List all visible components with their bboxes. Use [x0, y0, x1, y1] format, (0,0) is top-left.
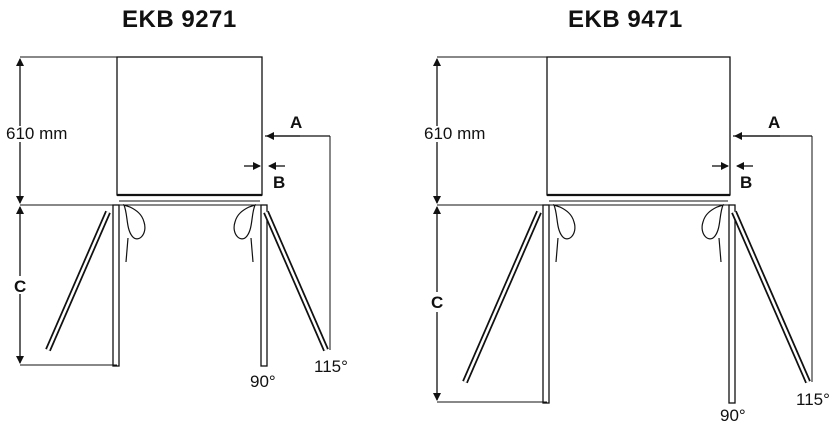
label-b-right: B	[740, 173, 752, 192]
left-hinge	[552, 204, 576, 240]
depth-label-left: 610 mm	[6, 124, 67, 143]
diagram-ekb-9271	[16, 56, 331, 367]
cabinet-body	[116, 56, 263, 196]
depth-label-right: 610 mm	[424, 124, 485, 143]
label-c-right: C	[431, 293, 443, 312]
diagram-title-ekb-9471: EKB 9471	[568, 6, 683, 33]
label-c-left: C	[14, 277, 26, 296]
label-a-left: A	[290, 113, 302, 132]
angle-90-left: 90°	[250, 372, 276, 391]
diagram-ekb-9471	[433, 56, 813, 404]
label-b-left: B	[273, 173, 285, 192]
cabinet-body	[546, 56, 731, 196]
right-door-open-90	[728, 204, 736, 404]
diagram-title-ekb-9271: EKB 9271	[122, 6, 237, 33]
label-a-right: A	[768, 113, 780, 132]
left-door-open-90	[542, 204, 550, 404]
right-door-open-90	[260, 204, 268, 367]
left-door-open-90	[112, 204, 120, 367]
angle-90-right: 90°	[720, 406, 746, 425]
left-hinge	[122, 204, 146, 240]
right-hinge	[701, 204, 725, 240]
angle-115-left: 115°	[314, 357, 348, 376]
right-hinge	[233, 204, 257, 240]
angle-115-right: 115°	[796, 390, 830, 409]
